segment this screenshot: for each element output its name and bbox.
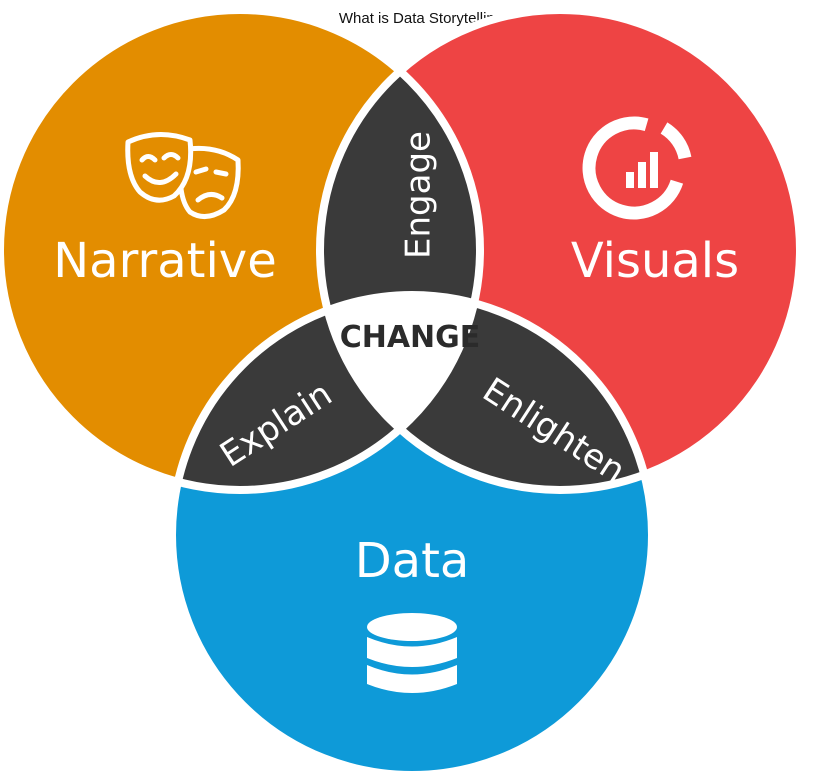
- database-icon: [367, 613, 457, 693]
- visuals-outline: [316, 6, 804, 494]
- explain-overlap: [172, 295, 480, 490]
- change-label: CHANGE: [340, 320, 481, 355]
- narrative-outline: [0, 6, 484, 494]
- engage-label: Engage: [399, 131, 439, 259]
- enlighten-overlap: [320, 295, 652, 490]
- data-label: Data: [355, 533, 470, 589]
- page-title: What is Data Storytelling: [338, 10, 504, 27]
- visuals-label: Visuals: [571, 233, 739, 289]
- data-outline: [168, 291, 656, 779]
- chart-ring-icon: [582, 116, 692, 220]
- narrative-label: Narrative: [53, 233, 276, 289]
- theater-masks-icon: [125, 131, 241, 219]
